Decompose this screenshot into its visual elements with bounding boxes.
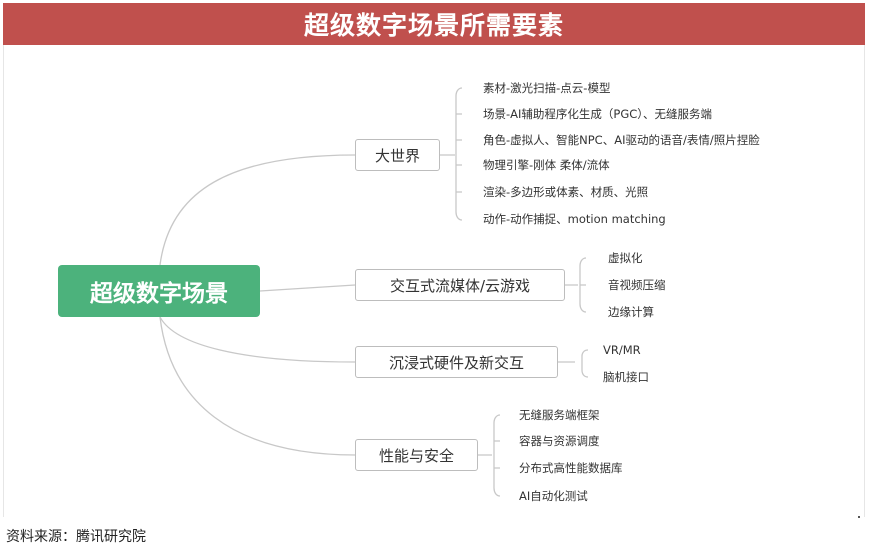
leaf-item: 容器与资源调度 (519, 434, 600, 448)
link-branch-2-bracket (558, 349, 589, 378)
branch-node-2: 沉浸式硬件及新交互 (355, 346, 558, 378)
stray-dot (858, 516, 860, 518)
link-root-branch-3 (159, 316, 356, 456)
leaf-item: 脑机接口 (603, 370, 649, 384)
link-branch-3-bracket (478, 414, 501, 497)
source-note: 资料来源：腾讯研究院 (6, 529, 146, 545)
leaf-item: VR/MR (603, 343, 641, 357)
leaf-item: 虚拟化 (608, 251, 643, 265)
diagram-frame (3, 45, 865, 517)
branch-label: 大世界 (374, 146, 420, 165)
link-root-branch-2 (159, 316, 356, 363)
leaf-item: AI自动化测试 (519, 489, 588, 503)
link-branch-1-bracket (565, 257, 587, 313)
branch-node-0: 大世界 (355, 139, 440, 171)
leaf-item: 边缘计算 (608, 305, 654, 319)
branch-node-3: 性能与安全 (355, 439, 478, 471)
leaf-item: 无缝服务端框架 (519, 408, 600, 422)
branch-label: 交互式流媒体/云游戏 (389, 276, 531, 295)
leaf-item: 物理引擎-刚体 柔体/流体 (483, 158, 610, 172)
link-root-branch-1 (259, 284, 356, 292)
root-node: 超级数字场景 (58, 265, 260, 317)
page-title: 超级数字场景所需要素 (303, 11, 564, 40)
leaf-item: 场景-AI辅助程序化生成（PGC）、无缝服务端 (483, 107, 713, 121)
link-root-branch-0 (159, 154, 356, 266)
leaf-item: 分布式高性能数据库 (519, 461, 623, 475)
leaf-item: 角色-虚拟人、智能NPC、AI驱动的语音/表情/照片捏脸 (483, 133, 760, 147)
leaf-item: 渲染-多边形或体素、材质、光照 (483, 185, 649, 199)
leaf-item: 素材-激光扫描-点云-模型 (483, 81, 611, 95)
branch-label: 性能与安全 (378, 446, 454, 465)
link-branch-0-bracket (440, 87, 463, 221)
root-label: 超级数字场景 (90, 281, 228, 307)
branch-node-1: 交互式流媒体/云游戏 (355, 269, 565, 301)
title-banner: 超级数字场景所需要素 (3, 3, 865, 45)
leaf-item: 音视频压缩 (608, 278, 666, 292)
branch-label: 沉浸式硬件及新交互 (388, 353, 524, 372)
leaf-item: 动作-动作捕捉、motion matching (483, 212, 666, 226)
